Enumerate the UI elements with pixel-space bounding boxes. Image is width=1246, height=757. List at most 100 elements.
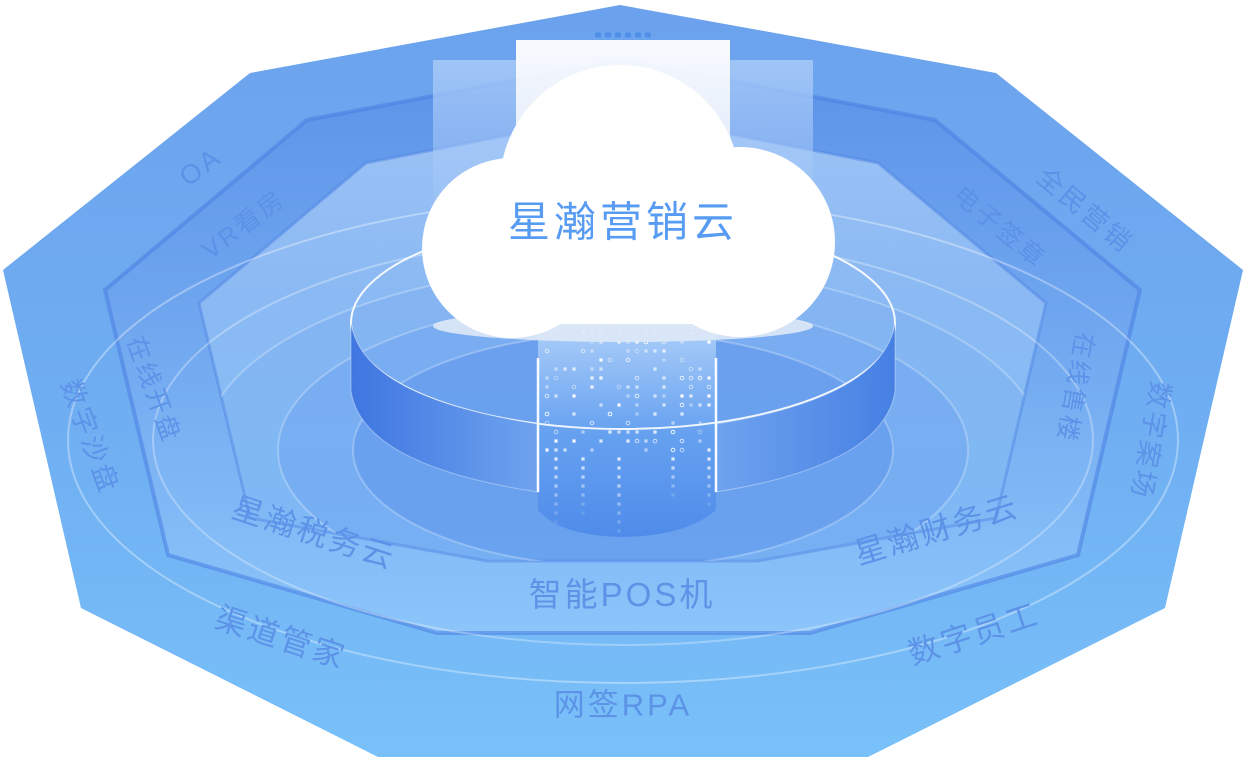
data-particle — [544, 393, 550, 399]
cloud-shape — [422, 65, 835, 342]
data-particle — [616, 384, 622, 390]
data-particle — [634, 393, 640, 399]
data-particle — [652, 438, 658, 444]
data-particle — [634, 438, 640, 444]
data-particle — [653, 394, 657, 398]
cloud-title: 星瀚营销云 — [507, 198, 739, 246]
data-particle — [689, 394, 693, 398]
data-particle — [707, 484, 711, 488]
data-particle — [671, 484, 675, 488]
data-particle — [626, 394, 630, 398]
data-particle — [544, 411, 550, 417]
data-particle — [563, 367, 567, 371]
data-particle — [572, 439, 576, 443]
data-particle — [670, 429, 676, 435]
data-particle — [545, 448, 549, 452]
data-particle — [625, 357, 631, 363]
data-particle — [581, 493, 585, 497]
data-particle — [707, 403, 711, 407]
data-particle — [671, 457, 675, 461]
data-particle — [653, 349, 657, 353]
data-particle — [554, 484, 558, 488]
data-particle — [617, 529, 621, 533]
data-particle — [581, 475, 585, 479]
data-particle — [625, 420, 631, 426]
data-particle — [545, 376, 549, 380]
data-particle — [662, 376, 666, 380]
data-particle — [662, 394, 666, 398]
data-particle — [563, 448, 567, 452]
data-particle — [544, 348, 550, 354]
data-particle — [662, 385, 666, 389]
data-particle — [581, 430, 585, 434]
data-particle — [707, 448, 711, 452]
data-particle — [671, 421, 675, 425]
data-particle — [599, 403, 603, 407]
data-particle — [679, 357, 685, 363]
data-particle — [590, 367, 594, 371]
data-particle — [581, 457, 585, 461]
data-particle — [599, 358, 603, 362]
data-particle — [670, 447, 676, 453]
data-particle — [662, 403, 666, 407]
ring-label-smart-pos: 智能POS机 — [528, 576, 716, 613]
data-particle — [590, 385, 594, 389]
data-particle — [689, 403, 693, 407]
data-particle — [599, 340, 603, 344]
dash — [615, 32, 621, 38]
data-particle — [572, 394, 576, 398]
data-particle — [590, 349, 594, 353]
data-particle — [553, 375, 559, 381]
data-particle — [617, 340, 621, 344]
ring-label-esign-rpa: 网签RPA — [553, 687, 693, 723]
data-particle — [554, 511, 558, 515]
data-particle — [634, 348, 640, 354]
data-particle — [617, 493, 621, 497]
data-particle — [707, 466, 711, 470]
data-particle — [617, 466, 621, 470]
data-particle — [554, 367, 558, 371]
dash — [605, 32, 611, 38]
data-particle — [626, 430, 630, 434]
data-particle — [653, 412, 657, 416]
data-particle — [697, 429, 703, 435]
data-particle — [617, 475, 621, 479]
data-particle — [697, 375, 703, 381]
data-particle — [707, 502, 711, 506]
data-particle — [662, 358, 666, 362]
data-particle — [617, 520, 621, 524]
data-particle — [590, 376, 594, 380]
data-particle — [554, 448, 558, 452]
dash — [595, 32, 601, 38]
data-particle — [608, 430, 612, 434]
data-particle — [581, 466, 585, 470]
data-particle — [634, 375, 640, 381]
data-particle — [707, 376, 711, 380]
data-particle — [707, 475, 711, 479]
data-particle — [599, 376, 603, 380]
data-particle — [635, 403, 639, 407]
data-particle — [680, 394, 684, 398]
data-particle — [554, 439, 558, 443]
data-particle — [662, 349, 666, 353]
data-particle — [580, 348, 586, 354]
data-particle — [653, 430, 657, 434]
data-particle — [644, 439, 648, 443]
data-particle — [590, 448, 594, 452]
data-particle — [617, 484, 621, 488]
data-particle — [599, 367, 603, 371]
data-particle — [617, 502, 621, 506]
data-particle — [571, 384, 577, 390]
dash — [645, 32, 651, 38]
data-particle — [644, 349, 648, 353]
top-dashes-icon — [595, 32, 651, 38]
data-particle — [679, 438, 685, 444]
data-particle — [679, 447, 685, 453]
data-particle — [688, 375, 694, 381]
data-particle — [553, 429, 559, 435]
data-particle — [688, 384, 694, 390]
data-particle — [599, 439, 603, 443]
data-particle — [698, 421, 702, 425]
data-particle — [617, 430, 621, 434]
